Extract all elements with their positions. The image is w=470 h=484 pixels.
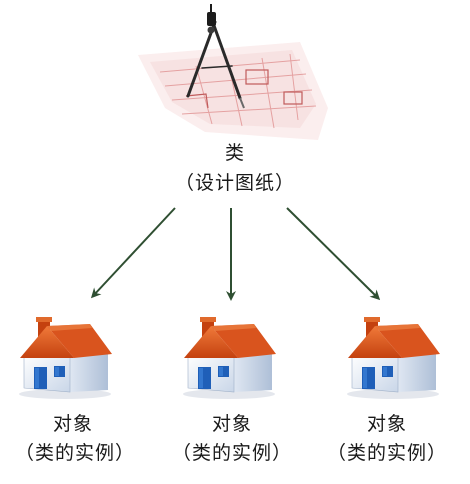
house-icon [18,316,113,400]
object-subtitle-3: （类的实例） [326,442,447,464]
arrow-left [90,207,176,299]
object-title-1: 对象 [52,413,93,435]
arrow-right [286,207,381,301]
object-subtitle-2: （类的实例） [171,442,292,464]
object-title-2: 对象 [211,413,252,435]
class-title: 类 [224,142,245,164]
object-title-3: 对象 [366,413,407,435]
house-icon [346,316,441,400]
blueprint-compass-icon [138,4,328,140]
house-icon [182,316,277,400]
class-subtitle: （设计图纸） [174,172,295,194]
object-subtitle-1: （类的实例） [14,442,135,464]
